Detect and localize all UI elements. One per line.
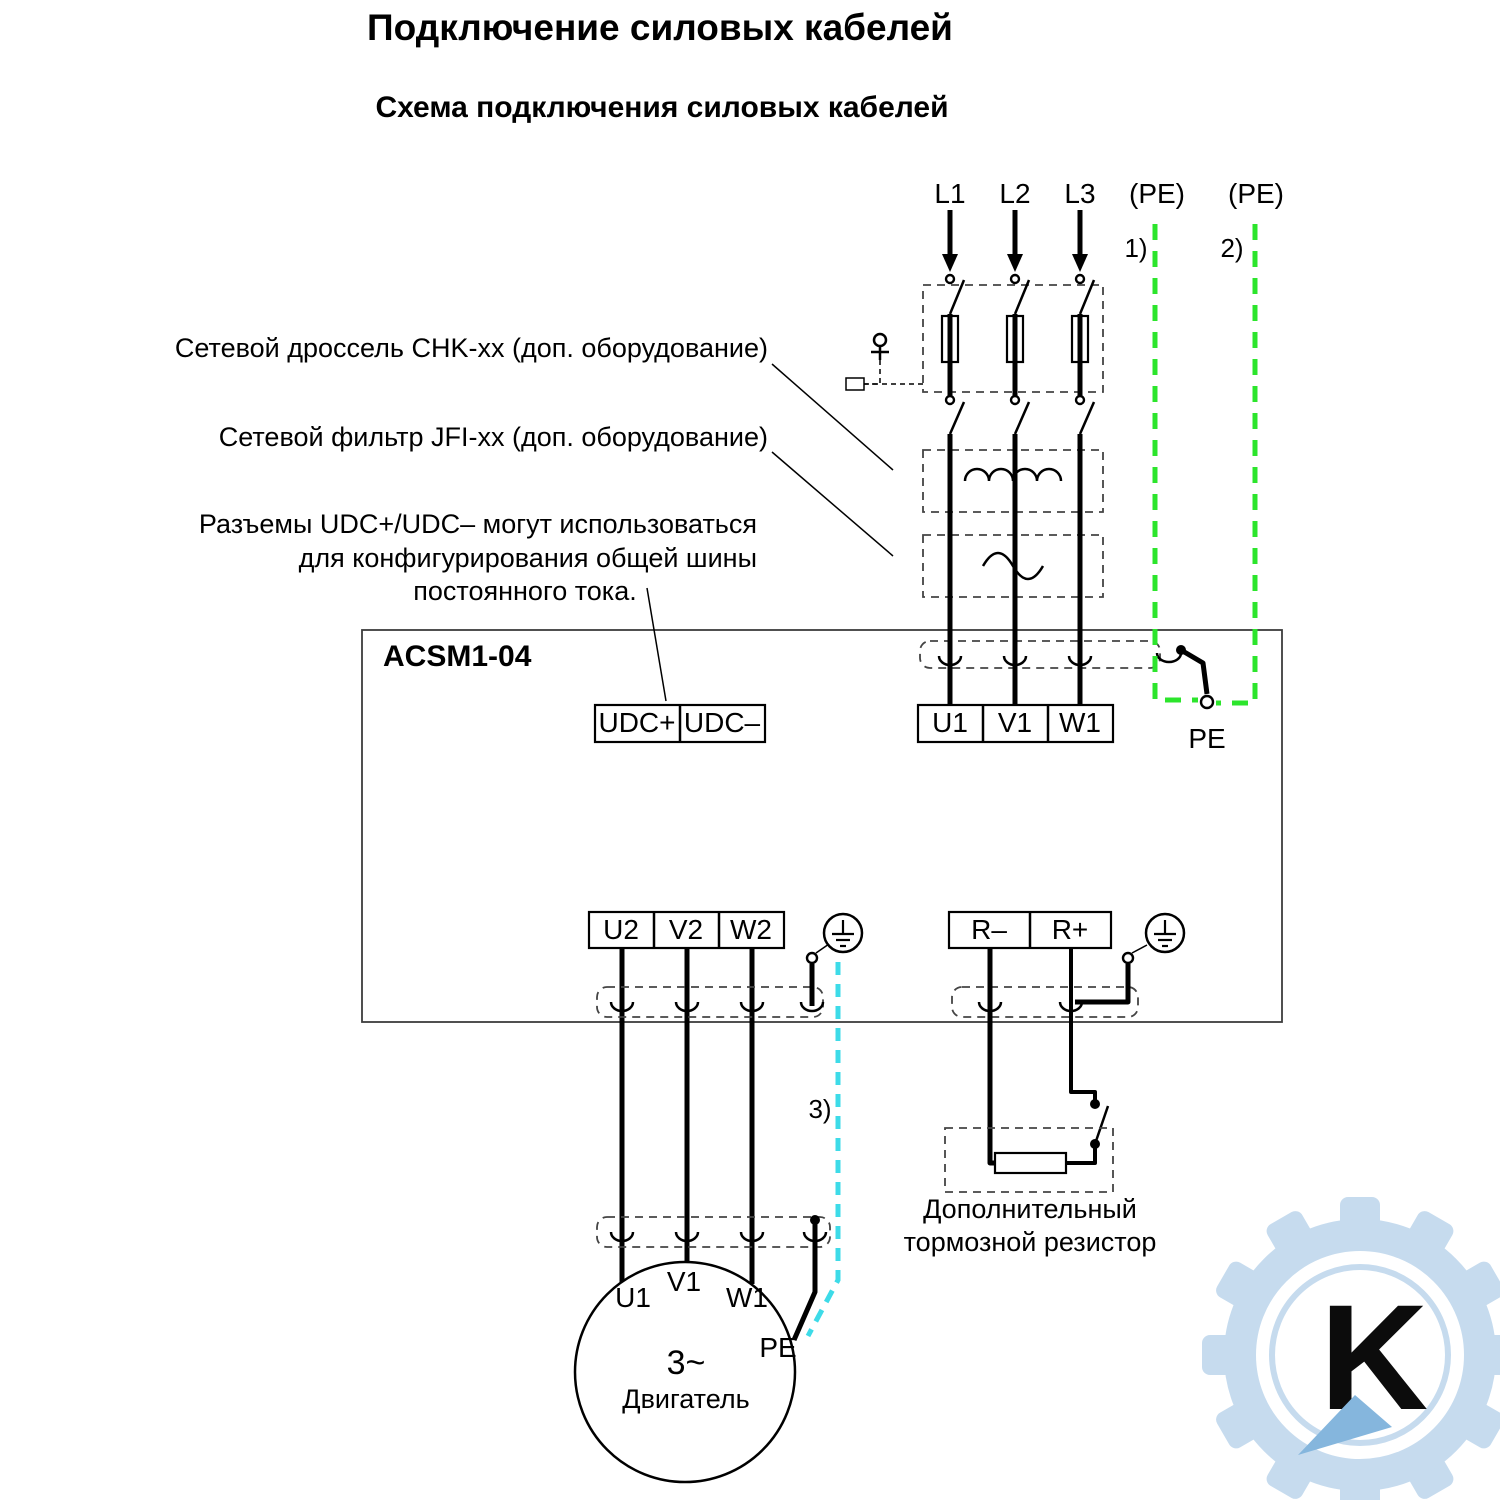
fuse-switch-dashed-box	[922, 284, 1104, 393]
fuse-icon	[940, 314, 960, 364]
contactor-switches	[944, 394, 1096, 435]
motor-pe-label: PE	[759, 1332, 796, 1363]
label-l2: L2	[999, 178, 1030, 209]
terminal-w1: W1	[1059, 707, 1101, 738]
brake-resistor-wiring	[944, 948, 1114, 1193]
brake-resistor-label-line1: Дополнительный	[923, 1194, 1137, 1224]
motor-circle	[573, 1260, 797, 1484]
arrowhead-l1	[942, 254, 958, 272]
choke-inductor-icon	[963, 467, 1063, 482]
page-title: Подключение силовых кабелей	[367, 7, 953, 48]
terminal-r-minus: R–	[971, 914, 1007, 945]
brake-resistor-dashed-box	[944, 1127, 1114, 1193]
label-pe-terminal: PE	[1188, 723, 1225, 754]
annotation-udc-line2: для конфигурирования общей шины	[299, 543, 757, 573]
terminal-u2: U2	[603, 914, 639, 945]
terminal-r-plus: R+	[1052, 914, 1089, 945]
motor-terminal-u1: U1	[615, 1282, 651, 1313]
terminal-udc-minus: UDC–	[684, 707, 761, 738]
label-l3: L3	[1064, 178, 1095, 209]
note-3: 3)	[808, 1094, 831, 1124]
supply-phase-wires	[942, 210, 1088, 272]
annotation-udc-line3: постоянного тока.	[413, 576, 636, 606]
terminal-r-block: R– R+	[947, 910, 1113, 950]
note-2: 2)	[1220, 233, 1243, 263]
page-subtitle: Схема подключения силовых кабелей	[375, 91, 948, 124]
motor-cable-shield-clamp	[596, 943, 830, 1018]
fuse-icon	[1005, 314, 1025, 364]
motor-name: Двигатель	[622, 1384, 749, 1414]
label-pe-top-left: (PE)	[1129, 178, 1185, 209]
supply-labels: L1 L2 L3 (PE) (PE) 1) 2)	[934, 178, 1284, 263]
annotation-udc-line1: Разъемы UDC+/UDC– могут использоваться	[199, 509, 757, 539]
ground-symbol-resistor-side	[1144, 912, 1186, 954]
ground-symbol-motor-side	[822, 912, 864, 954]
motor-terminal-w1: W1	[726, 1282, 768, 1313]
terminal-u1: U1	[932, 707, 968, 738]
motor: U1 V1 W1 3~ Двигатель PE	[573, 1260, 797, 1484]
cable-clamp-top	[919, 640, 1183, 669]
motor-end-shield-clamp	[596, 1215, 831, 1342]
terminal-udc-block: UDC+ UDC–	[593, 703, 767, 744]
motor-terminal-v1: V1	[667, 1266, 701, 1297]
label-pe-top-right: (PE)	[1228, 178, 1284, 209]
terminal-w2: W2	[730, 914, 772, 945]
arrowhead-l3	[1072, 254, 1088, 272]
resistor-cable-shield-clamp	[951, 944, 1148, 1018]
motor-phase-wires	[619, 948, 755, 1284]
pe-input-ground: PE	[1176, 645, 1226, 754]
fuse-icon	[1070, 314, 1090, 364]
annotation-filter: Сетевой фильтр JFI-xx (доп. оборудование…	[219, 422, 768, 452]
filter-sine-icon	[981, 551, 1045, 581]
operator-icon	[845, 332, 923, 391]
terminal-v2: V2	[669, 914, 703, 945]
pe-ground-line-1	[1152, 224, 1198, 703]
watermark-logo: K	[1202, 1197, 1500, 1500]
gear-icon	[1202, 1197, 1500, 1500]
watermark-arrow-icon	[1298, 1395, 1392, 1455]
brake-resistor-icon	[993, 1151, 1068, 1175]
terminal-v1: V1	[998, 707, 1032, 738]
note-1: 1)	[1124, 233, 1147, 263]
annotation-choke: Сетевой дроссель CHK-xx (доп. оборудован…	[175, 333, 768, 363]
terminal-u1v1w1-block: U1 V1 W1	[916, 703, 1115, 744]
annotation-leaders	[646, 363, 894, 702]
device-box	[361, 629, 1283, 1023]
pe-ground-line-2	[1216, 224, 1258, 706]
device-label: ACSM1-04	[383, 640, 532, 673]
label-l1: L1	[934, 178, 965, 209]
fuse-group	[940, 314, 1090, 396]
motor-pe-line	[805, 962, 841, 1338]
terminal-u2v2w2-block: U2 V2 W2	[587, 910, 786, 950]
terminal-udc-plus: UDC+	[598, 707, 675, 738]
brake-resistor-label-line2: тормозной резистор	[904, 1227, 1157, 1257]
arrowhead-l2	[1007, 254, 1023, 272]
motor-phase-symbol: 3~	[667, 1344, 706, 1382]
disconnector-switches	[944, 273, 1096, 315]
